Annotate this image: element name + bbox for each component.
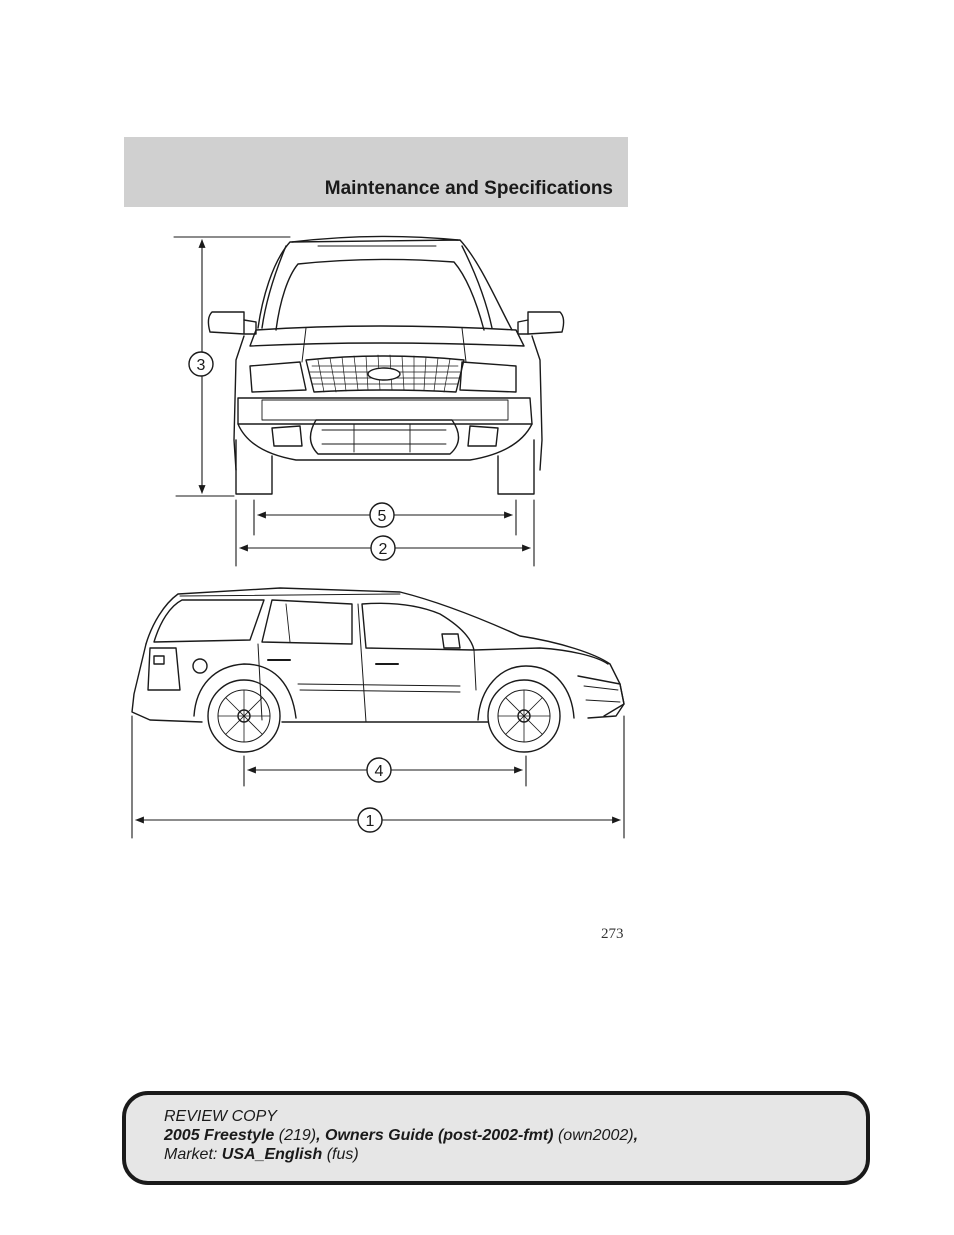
review-model: 2005 Freestyle [164,1127,275,1144]
review-guide: Owners Guide (post-2002-fmt) [325,1127,554,1144]
callout-wheelbase: 4 [366,757,392,783]
review-copy-box: REVIEW COPY 2005 Freestyle (219), Owners… [122,1091,870,1185]
page-number: 273 [601,926,624,942]
rear-wheel [207,679,281,753]
callout-wheelbase-label: 4 [375,763,384,780]
callout-width-label: 2 [379,541,388,558]
front-view-drawing [207,235,565,495]
section-header-band: Maintenance and Specifications [124,137,628,207]
review-model-code: (219) [278,1127,317,1144]
callout-length: 1 [357,807,383,833]
callout-height-label: 3 [197,357,206,374]
review-separator-2: , [633,1127,639,1144]
callout-track-label: 5 [378,508,387,525]
review-separator-1: , [316,1127,321,1144]
callout-width: 2 [370,535,396,561]
review-line-1: REVIEW COPY [164,1108,277,1125]
review-market: USA_English [221,1146,323,1163]
section-title: Maintenance and Specifications [324,178,613,199]
front-wheel [487,679,561,753]
side-view-drawing [131,587,625,723]
callout-track: 5 [369,502,395,528]
review-market-label: Market: [164,1146,218,1163]
vehicle-dimensions-illustration: 3 5 2 4 1 [131,235,625,839]
review-market-code: (fus) [326,1146,359,1163]
review-copy-text: REVIEW COPY 2005 Freestyle (219), Owners… [164,1107,638,1164]
callout-length-label: 1 [366,813,375,830]
review-guide-code: (own2002) [557,1127,634,1144]
callout-height: 3 [188,351,214,377]
